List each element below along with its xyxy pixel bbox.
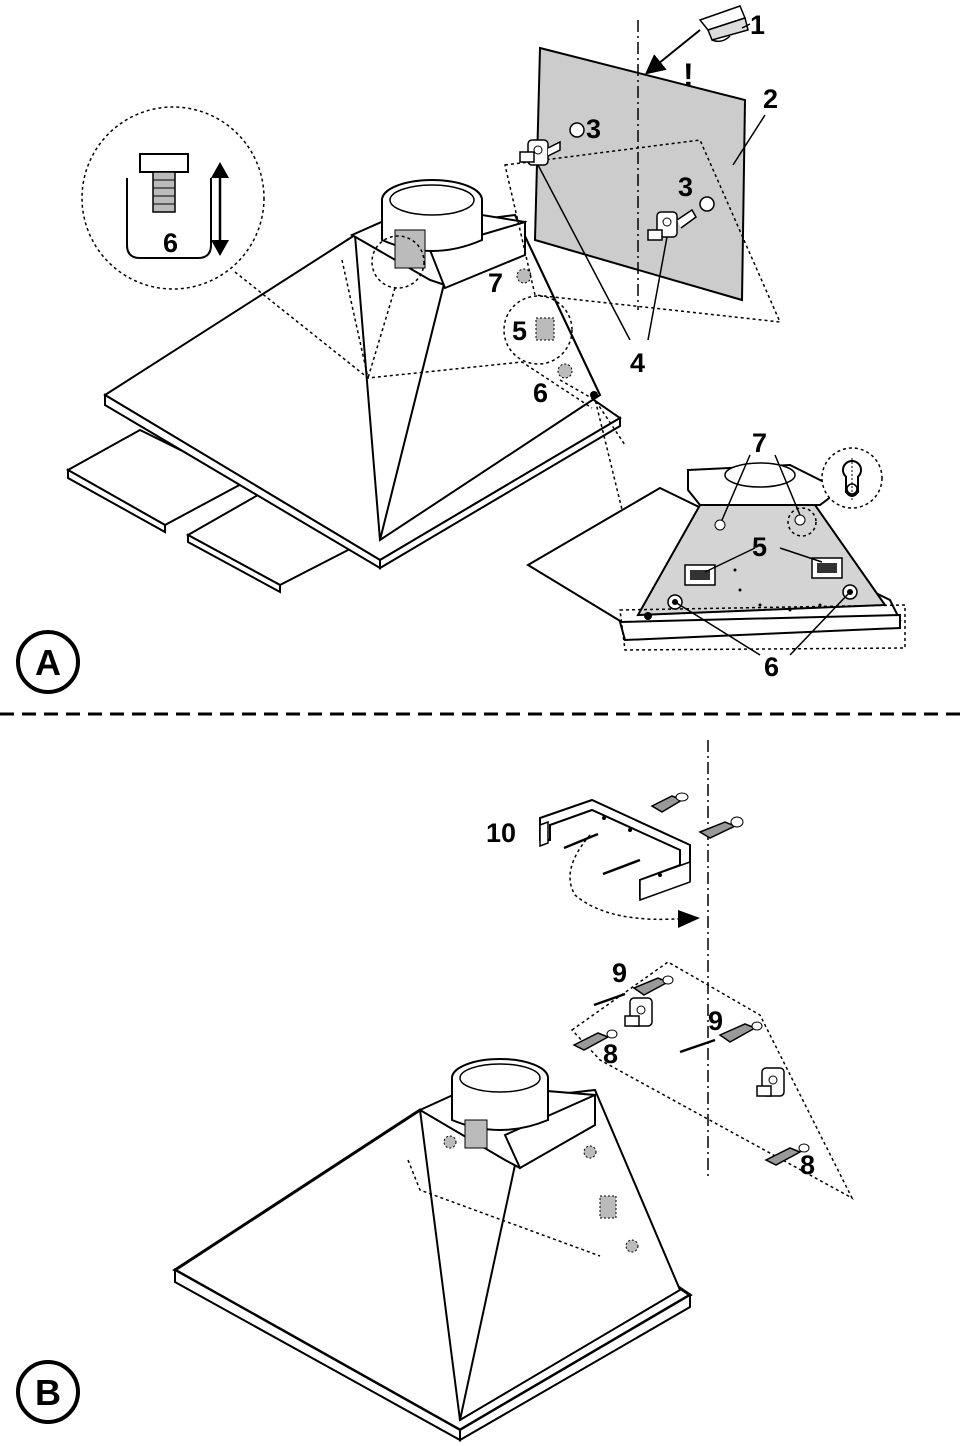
wall-template-b <box>570 961 854 1200</box>
callout-5-underside: 5 <box>752 532 767 562</box>
panel-b-badge <box>16 1360 80 1424</box>
callout-4: 4 <box>630 348 645 378</box>
hood-a <box>103 179 622 570</box>
callout-6-detail: 6 <box>163 228 178 258</box>
keyhole-icon <box>821 447 883 509</box>
mounting-bracket <box>539 798 700 928</box>
callout-3-upper: 3 <box>586 114 601 144</box>
panel-a-letter: A <box>35 642 61 683</box>
callout-6-hood: 6 <box>533 378 548 408</box>
grease-filter-left <box>65 428 248 534</box>
callout-8-lower: 8 <box>800 1150 815 1180</box>
callout-9-lower: 9 <box>708 1006 723 1036</box>
callout-3-lower: 3 <box>678 172 693 202</box>
wall-plugs-top <box>650 792 744 839</box>
callout-8-upper: 8 <box>603 1039 618 1069</box>
hood-b <box>172 1058 693 1442</box>
projection-lines-a <box>234 259 649 617</box>
callout-9-upper: 9 <box>612 958 627 988</box>
adjust-arrow-icon <box>211 162 229 256</box>
detail-adjust-screw <box>81 106 265 290</box>
callout-7-underside: 7 <box>752 428 767 458</box>
pencil-icon <box>698 5 751 43</box>
callout-5-hood: 5 <box>512 316 527 346</box>
wall-fixings-b <box>572 975 810 1166</box>
wall-bracket-lower <box>647 208 697 241</box>
callout-10: 10 <box>486 818 516 848</box>
callout-7-hood: 7 <box>488 268 503 298</box>
wall-bracket-upper <box>519 139 561 166</box>
callout-2: 2 <box>763 84 778 114</box>
panel-b: 10 9 9 8 8 B <box>16 740 854 1442</box>
callout-6-underside: 6 <box>764 652 779 682</box>
panel-a: 1 ! 2 3 3 4 6 7 5 6 7 5 6 A <box>16 5 906 694</box>
panel-a-badge <box>16 630 80 694</box>
warning-mark: ! <box>683 57 694 93</box>
wall-surface <box>504 20 782 341</box>
callout-1: 1 <box>750 10 765 40</box>
panel-b-letter: B <box>35 1372 61 1413</box>
hood-underside-view <box>526 454 906 656</box>
